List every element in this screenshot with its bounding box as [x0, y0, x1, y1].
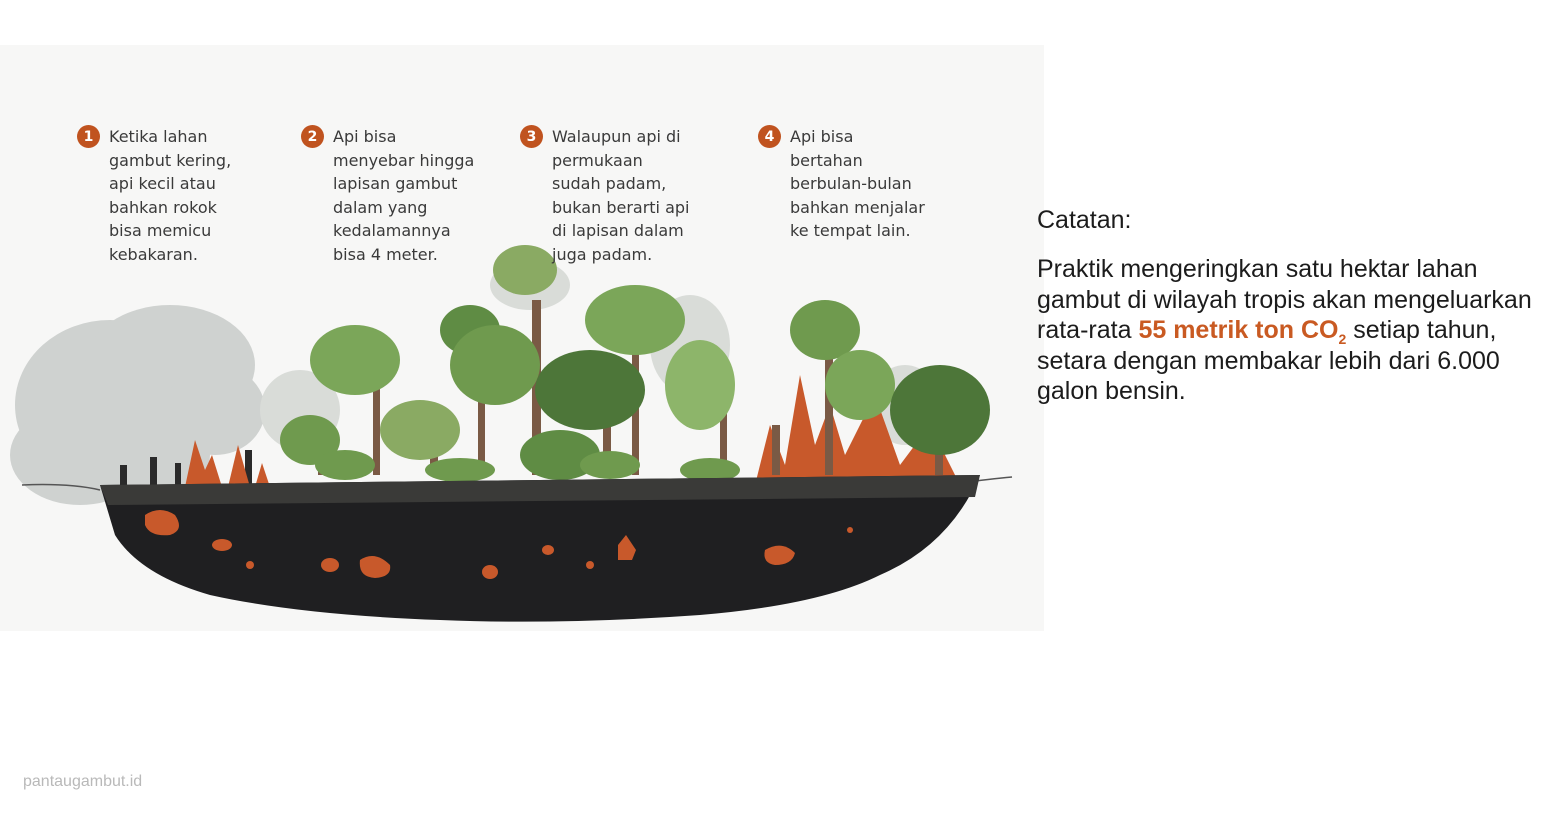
peat-fire-illustration: 1 Ketika lahan gambut kering, api kecil … [0, 45, 1044, 631]
step-text: Walaupun api di permukaan sudah padam, b… [552, 127, 690, 264]
understory [315, 450, 740, 482]
tree-canopies [280, 245, 990, 480]
peat-layer [100, 475, 980, 622]
notes-highlight-main: 55 metrik ton CO [1138, 316, 1339, 344]
step-1: 1 Ketika lahan gambut kering, api kecil … [77, 125, 231, 267]
step-number-badge: 3 [520, 125, 543, 148]
notes-highlight-subscript: 2 [1338, 331, 1347, 347]
step-text: Ketika lahan gambut kering, api kecil at… [109, 127, 232, 264]
surface-fire-left [185, 440, 270, 487]
peat-top-layer [100, 475, 980, 505]
step-number-badge: 2 [301, 125, 324, 148]
step-text: Api bisa bertahan berbulan-bulan bahkan … [790, 127, 925, 241]
notes-highlight: 55 metrik ton CO2 [1138, 316, 1347, 347]
notes-text-after: setiap tahun, setara dengan membakar leb… [1037, 316, 1500, 405]
step-4: 4 Api bisa bertahan berbulan-bulan bahka… [758, 125, 925, 243]
step-2: 2 Api bisa menyebar hingga lapisan gambu… [301, 125, 474, 267]
notes-body: Praktik mengeringkan satu hektar lahan g… [1037, 254, 1542, 407]
notes-title: Catatan: [1037, 206, 1132, 234]
peat-cross-section-drawing [10, 245, 1013, 622]
step-number-badge: 1 [77, 125, 100, 148]
underground-embers [145, 510, 853, 579]
source-watermark: pantaugambut.id [23, 773, 143, 790]
notes-text-before: Praktik mengeringkan satu hektar lahan g… [1037, 255, 1532, 344]
step-3: 3 Walaupun api di permukaan sudah padam,… [520, 125, 689, 267]
notes-panel: Catatan: Praktik mengeringkan satu hekta… [1037, 204, 1542, 407]
step-text: Api bisa menyebar hingga lapisan gambut … [333, 127, 475, 264]
surface-fire-right [755, 375, 960, 487]
step-number-badge: 4 [758, 125, 781, 148]
smoke-cloud [10, 305, 265, 505]
burnt-stumps [120, 450, 252, 487]
